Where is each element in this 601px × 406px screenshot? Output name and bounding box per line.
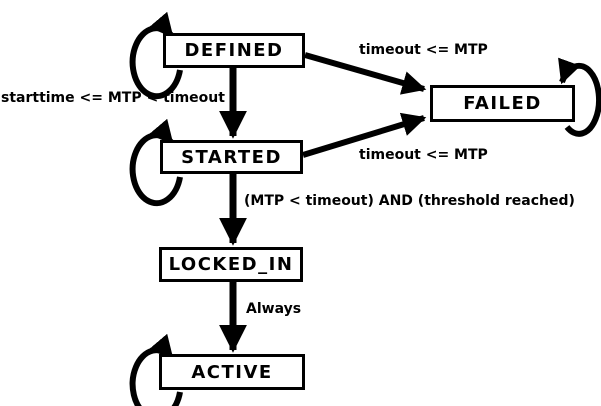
edge-label-started-failed: timeout <= MTP bbox=[359, 147, 488, 163]
edge-started-failed-arrow bbox=[302, 112, 427, 158]
edge-defined-failed-arrow bbox=[304, 52, 427, 95]
edge-label-defined-started: starttime <= MTP < timeout bbox=[1, 90, 225, 106]
state-active: ACTIVE bbox=[159, 354, 305, 390]
self-loop-active-arrow bbox=[129, 333, 183, 406]
state-failed: FAILED bbox=[430, 85, 575, 122]
state-locked-in: LOCKED_IN bbox=[159, 247, 303, 282]
edge-label-defined-failed: timeout <= MTP bbox=[359, 42, 488, 58]
edge-label-lockedin-active: Always bbox=[246, 301, 302, 317]
self-loop-failed-arrow bbox=[558, 57, 601, 137]
edge-label-started-lockedin: (MTP < timeout) AND (threshold reached) bbox=[244, 193, 575, 209]
state-started: STARTED bbox=[160, 140, 303, 174]
self-loop-started-arrow bbox=[129, 118, 183, 207]
self-loop-defined-arrow bbox=[129, 11, 183, 100]
state-defined: DEFINED bbox=[163, 33, 305, 68]
